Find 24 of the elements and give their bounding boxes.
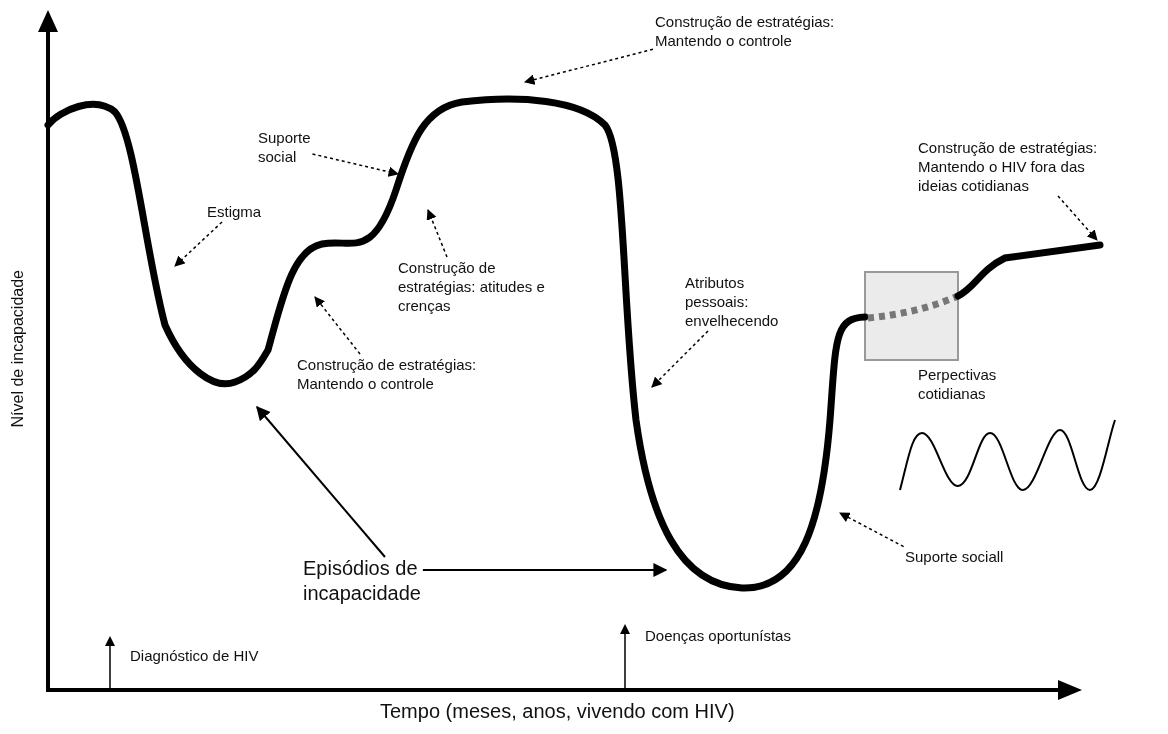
- annotation-text: Diagnóstico de HIV: [130, 646, 259, 665]
- annotation-text: Construção de estratégias: Mantendo o controle: [297, 355, 547, 393]
- annotation-text: Construção de estratégias: atitudes e crenças: [398, 258, 548, 315]
- callout-text: Episódios de incapacidade: [303, 556, 433, 606]
- dashed-leader-arrow: [174, 221, 223, 267]
- leader-arrow: [421, 563, 668, 577]
- dashed-leader-arrow: [314, 296, 361, 355]
- annotation-text: Atributos pessoais: envelhecendo: [685, 273, 795, 330]
- annotation-text: Construção de estratégias: Mantendo o HIV fora das ideias cotidianas: [918, 138, 1118, 195]
- dashed-leader-arrow: [426, 209, 448, 258]
- dashed-leader-arrow: [311, 153, 399, 177]
- dashed-leader-arrow: [524, 48, 654, 85]
- annotation-text: Estigma: [207, 202, 287, 221]
- dashed-leader-arrow: [1057, 195, 1098, 241]
- annotation-text: Suporte sociall: [905, 547, 1025, 566]
- axis-title: Nível de incapacidade: [8, 270, 27, 428]
- annotation-text: Suporte social: [258, 128, 348, 166]
- axis-title: Tempo (meses, anos, vivendo com HIV): [380, 702, 735, 721]
- dashed-leader-arrow: [651, 330, 709, 388]
- annotation-text: Doenças oportunístas: [645, 626, 791, 645]
- leader-arrow: [256, 405, 386, 558]
- dashed-leader-arrow: [839, 512, 905, 548]
- annotation-text: Perpectivas cotidianas: [918, 365, 998, 403]
- annotation-text: Construção de estratégias: Mantendo o controle: [655, 12, 865, 50]
